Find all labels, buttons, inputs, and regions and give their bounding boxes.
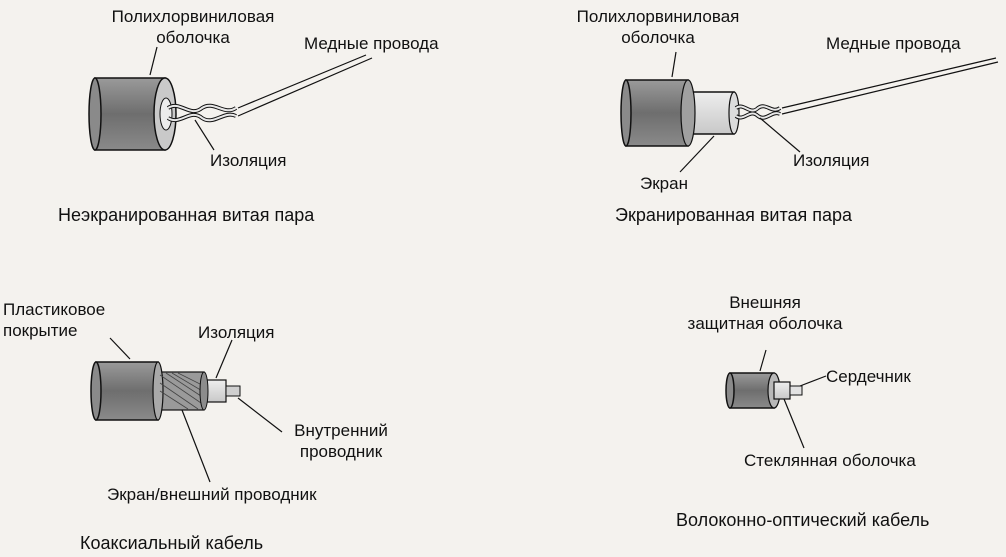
stp-cable xyxy=(620,51,999,173)
utp-jacket-label: Полихлорвиниловая оболочка xyxy=(103,6,283,48)
utp-insulation-label: Изоляция xyxy=(210,151,287,170)
coax-coating-label-line1: Пластиковое xyxy=(3,300,106,319)
fiber-jacket-label-line1: Внешняя xyxy=(729,293,801,312)
utp-caption: Неэкранированная витая пара xyxy=(58,205,315,225)
stp-jacket-label-line1: Полихлорвиниловая xyxy=(576,7,740,26)
stp-jacket-label-line2: оболочка xyxy=(621,28,695,47)
coax-inner-label-line2: проводник xyxy=(299,442,383,461)
stp-shield-label: Экран xyxy=(640,174,688,193)
fiber-cable xyxy=(725,349,827,449)
stp-jacket-label: Полихлорвиниловая оболочка xyxy=(563,6,753,48)
utp-jacket-label-line1: Полихлорвиниловая xyxy=(111,7,275,26)
coax-insulation-label: Изоляция xyxy=(198,323,275,342)
fiber-caption: Волоконно-оптический кабель xyxy=(676,510,930,530)
coax-outer-label: Экран/внешний проводник xyxy=(107,485,317,504)
coax-inner-label-line1: Внутренний xyxy=(294,421,388,440)
utp-cable xyxy=(88,46,373,151)
stp-wires-label: Медные провода xyxy=(826,34,961,53)
coax-cable xyxy=(90,337,283,483)
coax-caption: Коаксиальный кабель xyxy=(80,533,264,553)
stp-insulation-label: Изоляция xyxy=(793,151,870,170)
utp-jacket-label-line2: оболочка xyxy=(156,28,230,47)
fiber-core-label: Сердечник xyxy=(826,367,911,386)
stp-caption: Экранированная витая пара xyxy=(615,205,853,225)
coax-coating-label: Пластиковое покрытие xyxy=(3,299,105,341)
fiber-jacket-label-line2: защитная оболочка xyxy=(687,314,843,333)
fiber-jacket-label: Внешняя защитная оболочка xyxy=(655,292,875,334)
coax-inner-label: Внутренний проводник xyxy=(276,420,406,462)
fiber-cladding-label: Стеклянная оболочка xyxy=(744,451,916,470)
coax-coating-label-line2: покрытие xyxy=(3,321,78,340)
utp-wires-label: Медные провода xyxy=(304,34,439,53)
